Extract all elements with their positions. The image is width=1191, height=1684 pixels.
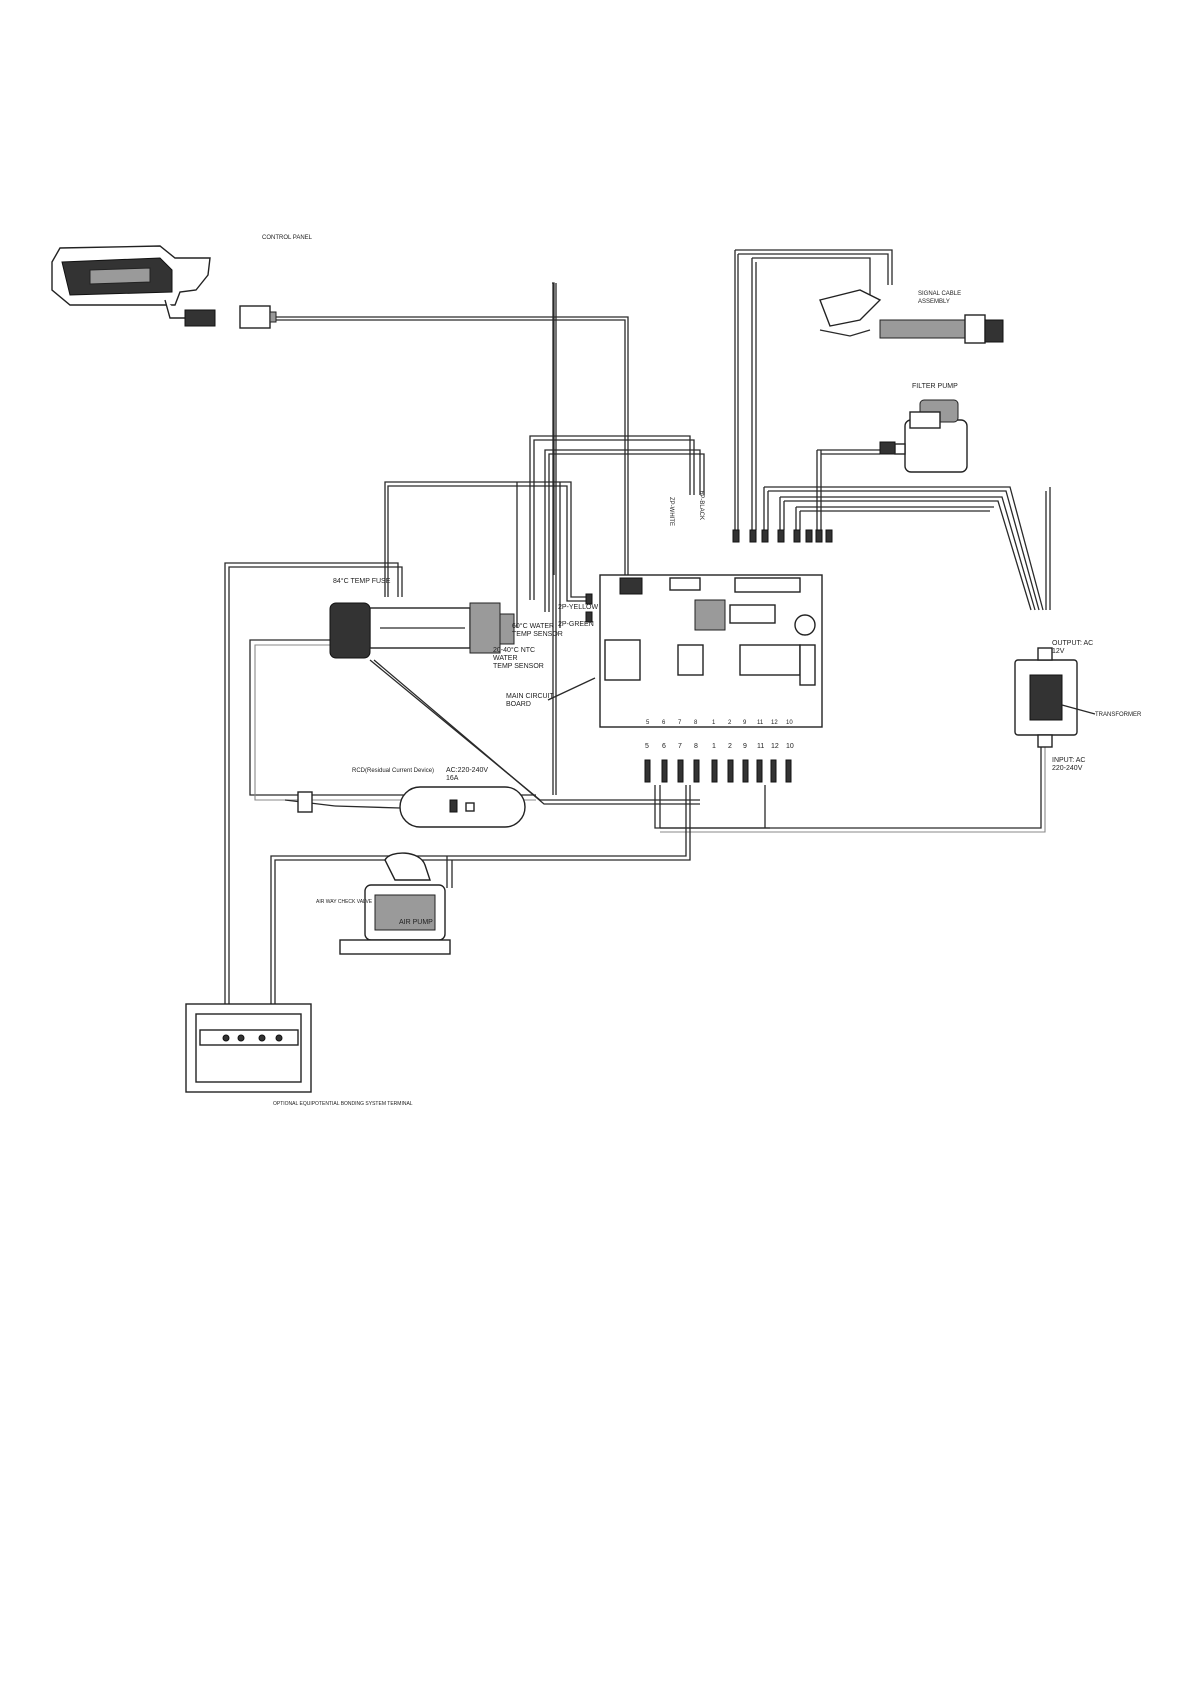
ntc-label-1: 20-40°C NTC	[493, 646, 535, 654]
vertical-label-2: 6P-BLACK	[698, 491, 704, 520]
air-pump	[339, 852, 451, 955]
transformer	[1014, 647, 1096, 748]
wiring	[224, 249, 1051, 1025]
board-terminal: 7	[678, 720, 682, 726]
bottom-connector-label: 7	[678, 743, 682, 750]
board-terminal: 11	[757, 720, 764, 726]
filter-pump	[879, 399, 968, 473]
board-terminal: 8	[694, 720, 698, 726]
filter-pump-label: FILTER PUMP	[912, 383, 958, 390]
signal-cable-label-2: ASSEMBLY	[918, 299, 950, 305]
output-label-1: OUTPUT: AC	[1052, 640, 1093, 647]
input-label-2: 220-240V	[1052, 765, 1083, 772]
rcd-device	[284, 786, 526, 828]
board-terminal: 2	[728, 720, 732, 726]
bottom-connector-label: 9	[743, 743, 747, 750]
water-sensor-label-2: TEMP SENSOR	[512, 631, 563, 638]
air-pump-label: AIR PUMP	[399, 919, 433, 926]
bottom-connector-label: 6	[662, 743, 666, 750]
temp-fuse-label: 84°C TEMP FUSE	[333, 577, 391, 585]
bottom-connector-label: 8	[694, 743, 698, 750]
control-panel-label: CONTROL PANEL	[262, 235, 313, 241]
ntc-label-3: TEMP SENSOR	[493, 663, 544, 670]
signal-cable-assembly	[819, 289, 1004, 344]
bottom-connector-row	[644, 759, 792, 783]
ac-label-1: AC:220-240V	[446, 767, 488, 774]
bottom-connector-label: 12	[771, 743, 779, 750]
main-board-label-2: BOARD	[506, 701, 531, 708]
board-terminal: 12	[771, 720, 778, 726]
board-terminal: 10	[786, 720, 793, 726]
board-terminal: 6	[662, 720, 666, 726]
vertical-label-1: ZP-WHITE	[668, 497, 674, 526]
ac-label-2: 16A	[446, 775, 459, 782]
transformer-label: TRANSFORMER	[1095, 712, 1142, 718]
bottom-connector-label: 5	[645, 743, 649, 750]
control-panel	[51, 245, 277, 329]
bottom-connector-label: 11	[757, 743, 764, 750]
bonding-terminal	[185, 1003, 312, 1093]
output-label-2: 12V	[1052, 648, 1065, 655]
bottom-connector-label: 10	[786, 743, 794, 750]
input-label-1: INPUT: AC	[1052, 757, 1085, 764]
main-circuit-board	[599, 574, 823, 728]
board-terminal: 1	[712, 720, 716, 726]
bottom-connector-label: 1	[712, 743, 716, 750]
green-connector	[585, 611, 593, 623]
terminal-label: OPTIONAL EQUIPOTENTIAL BONDING SYSTEM TE…	[273, 1101, 413, 1107]
green-label: 2P-GREEN	[558, 621, 594, 628]
yellow-connector	[585, 593, 593, 605]
top-connector-row	[732, 529, 833, 543]
signal-cable-label: SIGNAL CABLE	[918, 291, 961, 297]
main-board-label-1: MAIN CIRCUIT	[506, 693, 555, 700]
water-sensor-label-1: 60°C WATER	[512, 622, 554, 630]
board-terminal: 9	[743, 720, 747, 726]
yellow-label: 2P-YELLOW	[558, 604, 598, 611]
rcd-label: RCD(Residual Current Device)	[352, 768, 434, 774]
heater	[329, 602, 515, 659]
air-valve-label: AIR WAY CHECK VALVE	[316, 899, 373, 905]
bottom-connector-label: 2	[728, 743, 732, 750]
board-terminal: 5	[646, 720, 650, 726]
ntc-label-2: WATER	[493, 655, 518, 662]
